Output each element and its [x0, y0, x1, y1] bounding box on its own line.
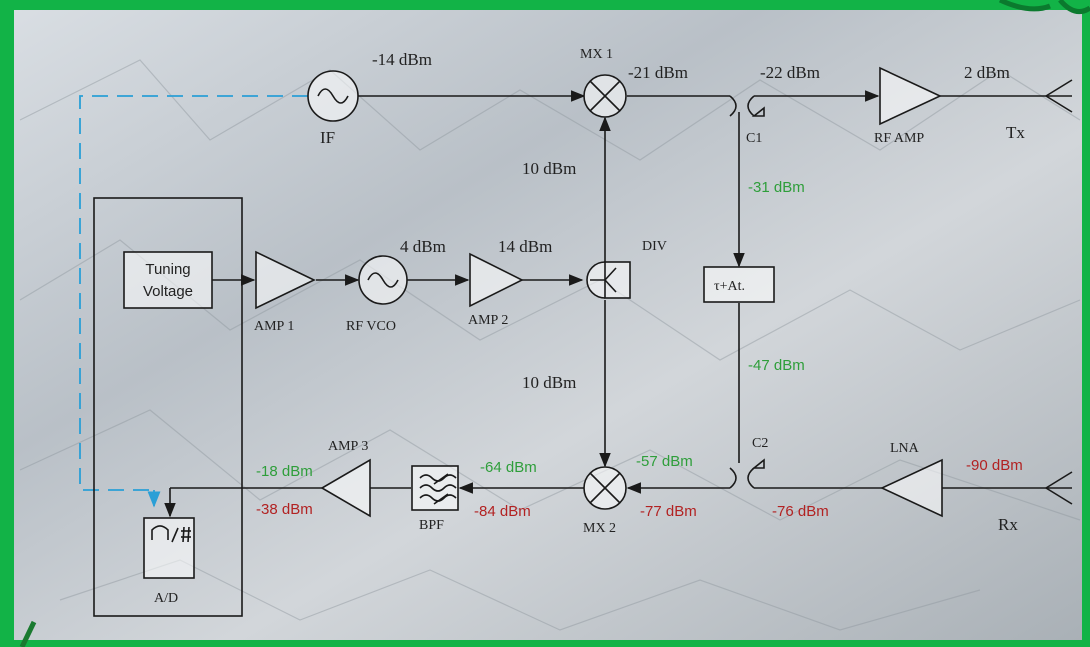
adc-label: A/D [154, 591, 178, 606]
corner-mark-top-right [998, 0, 1090, 15]
divider-label: DIV [642, 239, 667, 254]
tuning-voltage-line1: Tuning [145, 261, 190, 278]
coupler2-symbol [729, 458, 765, 489]
wires [164, 90, 1046, 518]
amp1-symbol [255, 250, 316, 310]
level-amp3-out-green: -18 dBm [256, 463, 313, 480]
if-label: IF [320, 128, 335, 147]
mixer2-label: MX 2 [583, 521, 616, 536]
dashed-sync-line [79, 95, 308, 508]
mountain-texture [19, 59, 1081, 631]
level-lna-in: -90 dBm [966, 457, 1023, 474]
level-c2-green: -57 dBm [636, 453, 693, 470]
level-vco-out: 4 dBm [400, 237, 446, 256]
coupler2-label: C2 [752, 436, 768, 451]
divider-symbol [586, 261, 631, 299]
tuning-voltage-box [123, 251, 213, 309]
rf-amp-symbol [879, 66, 942, 126]
tuning-voltage-line2: Voltage [143, 283, 193, 300]
level-amp3-out-red: -38 dBm [256, 501, 313, 518]
rx-antenna-icon [1045, 471, 1073, 505]
level-delay-out: -47 dBm [748, 357, 805, 374]
mixer1-label: MX 1 [580, 47, 613, 62]
level-div-to-mx1: 10 dBm [522, 159, 576, 178]
level-c1-coupled: -31 dBm [748, 179, 805, 196]
corner-mark-bottom-left [19, 620, 37, 647]
tx-label: Tx [1006, 123, 1025, 142]
level-mx2-out-green: -64 dBm [480, 459, 537, 476]
amp2-label: AMP 2 [468, 313, 508, 328]
adc-symbol [143, 517, 195, 579]
if-oscillator [307, 70, 359, 122]
baseband-enclosure [93, 197, 243, 617]
level-lna-out: -76 dBm [772, 503, 829, 520]
lna-label: LNA [890, 441, 920, 456]
level-mx2-in-red: -77 dBm [640, 503, 697, 520]
bpf-label: BPF [419, 518, 444, 533]
amp2-symbol [469, 252, 524, 308]
rf-vco-symbol [358, 255, 408, 305]
coupler1-symbol [729, 95, 765, 117]
level-c1-out: -22 dBm [760, 63, 820, 82]
mixer1-symbol [583, 74, 627, 118]
rf-vco-label: RF VCO [346, 319, 396, 334]
coupler1-label: C1 [746, 131, 762, 146]
level-mx2-out-red: -84 dBm [474, 503, 531, 520]
level-if-out: -14 dBm [372, 50, 432, 69]
rx-label: Rx [998, 515, 1018, 534]
level-rf-amp-out: 2 dBm [964, 63, 1010, 82]
bpf-symbol [411, 465, 459, 511]
tx-antenna-icon [1045, 79, 1073, 113]
inner-green-border [10, 6, 1086, 644]
rf-amp-label: RF AMP [874, 131, 924, 146]
level-amp2-out: 14 dBm [498, 237, 552, 256]
delay-attenuator-box [703, 266, 775, 303]
level-mx1-out: -21 dBm [628, 63, 688, 82]
level-div-to-mx2: 10 dBm [522, 373, 576, 392]
amp3-symbol [320, 458, 371, 518]
mixer2-symbol [583, 466, 627, 510]
amp3-label: AMP 3 [328, 439, 368, 454]
delay-attenuator-label: τ+At. [714, 279, 745, 294]
amp1-label: AMP 1 [254, 319, 294, 334]
lna-symbol [880, 458, 943, 518]
